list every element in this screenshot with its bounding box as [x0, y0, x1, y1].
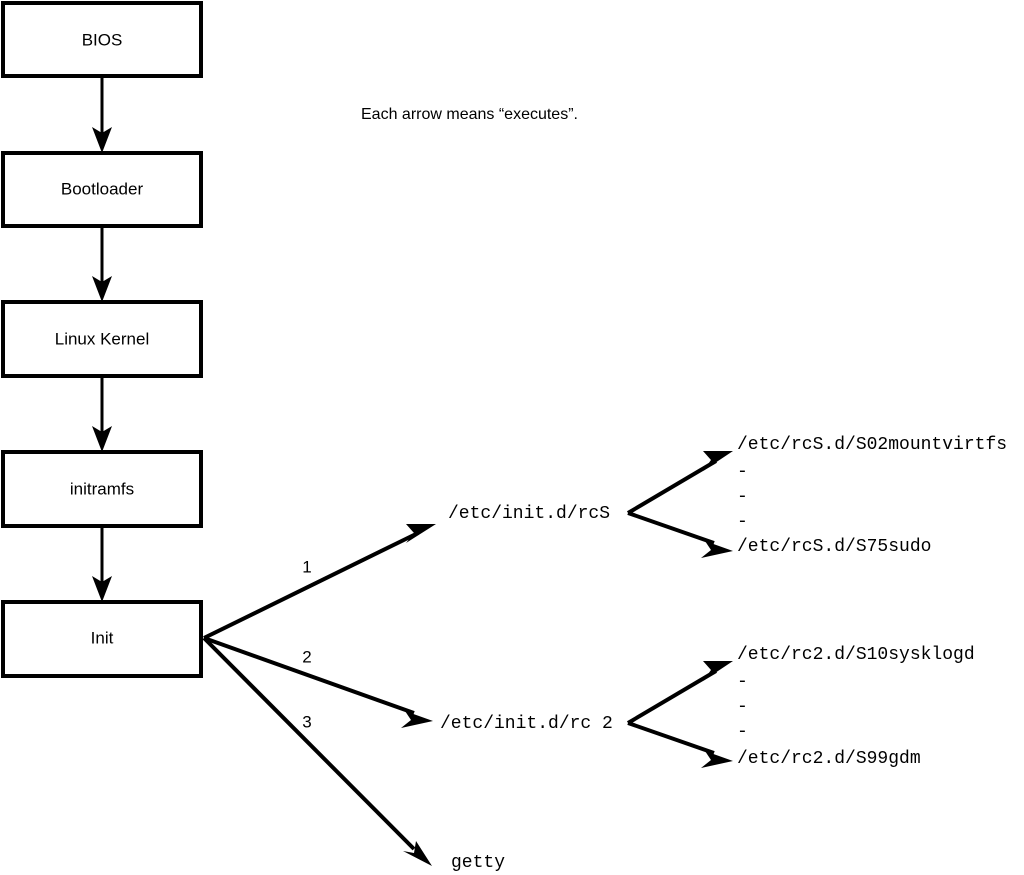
arrow-rcs-to-first-script	[626, 451, 733, 515]
rcs-ellipsis-1: -	[737, 462, 748, 482]
rcs-script-last: /etc/rcS.d/S75sudo	[737, 537, 931, 557]
linux-kernel-label: Linux Kernel	[55, 329, 150, 348]
arrow-kernel-to-initramfs	[92, 376, 112, 452]
bootloader-label: Bootloader	[61, 179, 144, 198]
target-label-rcs: /etc/init.d/rcS	[448, 504, 610, 524]
edge-number-3: 3	[302, 712, 311, 731]
node-init[interactable]: Init	[1, 600, 203, 678]
rc2-ellipsis-3: -	[737, 722, 748, 742]
rcs-ellipsis-2: -	[737, 487, 748, 507]
diagram-caption: Each arrow means “executes”.	[361, 106, 578, 123]
arrow-rcs-to-last-script	[627, 511, 733, 558]
initramfs-label: initramfs	[70, 479, 134, 498]
arrow-rc2-to-last-script	[627, 721, 733, 768]
arrow-init-to-rc2	[203, 636, 433, 728]
target-label-rc2: /etc/init.d/rc 2	[440, 714, 613, 734]
rc2-ellipsis-2: -	[737, 697, 748, 717]
rc2-script-last: /etc/rc2.d/S99gdm	[737, 749, 921, 769]
edge-number-2: 2	[302, 647, 311, 666]
target-label-getty: getty	[451, 853, 505, 873]
rc2-ellipsis-1: -	[737, 672, 748, 692]
node-bootloader[interactable]: Bootloader	[1, 151, 203, 228]
arrow-bootloader-to-kernel	[92, 226, 112, 302]
arrow-initramfs-to-init	[92, 526, 112, 602]
arrow-init-to-rcs	[203, 524, 436, 640]
bios-label: BIOS	[82, 30, 123, 49]
rc2-script-first: /etc/rc2.d/S10sysklogd	[737, 645, 975, 665]
init-label: Init	[91, 628, 114, 647]
edge-number-1: 1	[302, 557, 311, 576]
arrow-bios-to-bootloader	[92, 76, 112, 153]
node-initramfs[interactable]: initramfs	[1, 450, 203, 528]
arrow-init-to-getty	[202, 636, 432, 866]
arrow-rc2-to-first-script	[626, 661, 733, 725]
rcs-ellipsis-3: -	[737, 512, 748, 532]
rcs-script-first: /etc/rcS.d/S02mountvirtfs	[737, 435, 1007, 455]
bios-box[interactable]	[1, 1, 203, 78]
node-bios[interactable]: BIOS	[1, 1, 203, 78]
initramfs-box[interactable]	[1, 450, 203, 528]
node-linux-kernel[interactable]: Linux Kernel	[1, 300, 203, 378]
